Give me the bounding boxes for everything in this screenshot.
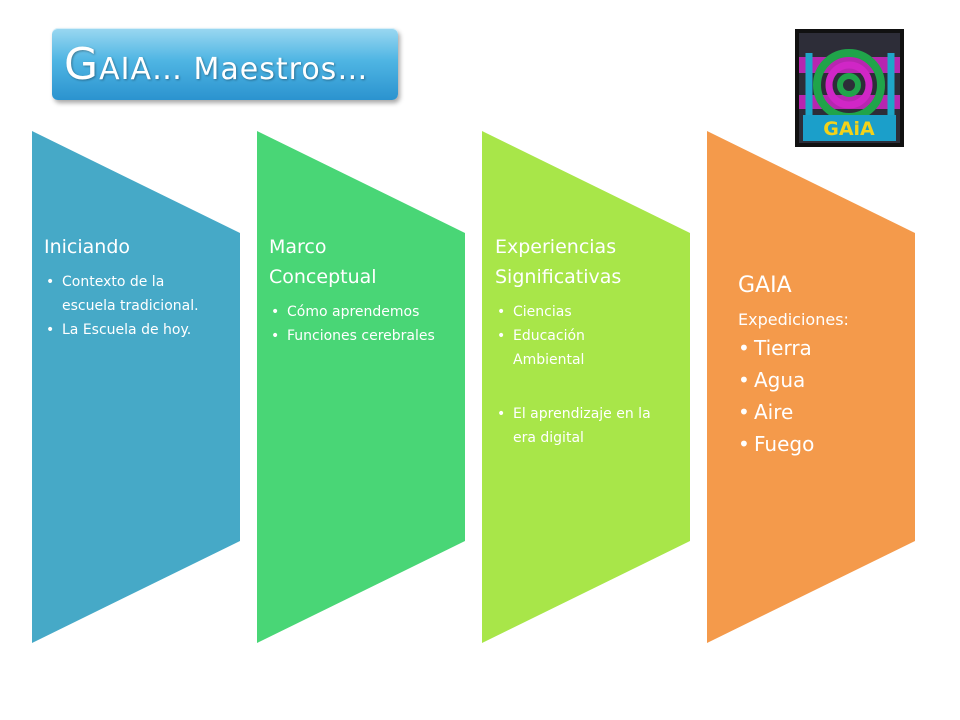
panel-heading: Iniciando <box>44 236 131 258</box>
list-item: La Escuela de hoy. <box>44 318 214 342</box>
logo-text: GAiA <box>823 118 875 140</box>
panel-heading: Marco Conceptual <box>269 236 377 288</box>
list-item: Educación Ambiental <box>495 324 655 372</box>
list-item: Fuego <box>738 428 903 460</box>
page-title-initial: G <box>64 38 100 90</box>
panel-list: Tierra Agua Aire Fuego <box>738 332 903 460</box>
list-item: Contexto de la escuela tradicional. <box>44 270 214 318</box>
panel-list: Cómo aprendemos Funciones cerebrales <box>269 300 444 348</box>
panel-heading: GAIA <box>738 273 792 298</box>
gaia-logo-icon: GAiA <box>795 29 904 147</box>
panel-marco-conceptual: Marco Conceptual Cómo aprendemos Funcion… <box>269 232 444 348</box>
panel-experiencias-shape <box>482 131 690 643</box>
panel-iniciando-shape <box>32 131 240 643</box>
list-item: Ciencias <box>495 300 655 324</box>
panel-iniciando: Iniciando Contexto de la escuela tradici… <box>44 232 214 342</box>
panel-heading: Experiencias Significativas <box>495 236 622 288</box>
title-banner: GAIA… Maestros… <box>52 28 398 100</box>
list-item: Cómo aprendemos <box>269 300 444 324</box>
list-item: Funciones cerebrales <box>269 324 444 348</box>
list-item: Agua <box>738 364 903 396</box>
panel-marco-conceptual-shape <box>257 131 465 643</box>
list-item: Tierra <box>738 332 903 364</box>
panel-gaia: GAIA Expediciones: Tierra Agua Aire Fueg… <box>738 272 903 460</box>
panel-list: Ciencias Educación Ambiental El aprendiz… <box>495 300 655 450</box>
list-item: El aprendizaje en la era digital <box>495 402 655 450</box>
page-title-rest: AIA… Maestros… <box>99 51 369 87</box>
page-title: GAIA… Maestros… <box>64 39 368 90</box>
panel-experiencias: Experiencias Significativas Ciencias Edu… <box>495 232 677 450</box>
list-item: Aire <box>738 396 903 428</box>
panel-list: Contexto de la escuela tradicional. La E… <box>44 270 214 342</box>
panel-subheading: Expediciones: <box>738 310 849 329</box>
